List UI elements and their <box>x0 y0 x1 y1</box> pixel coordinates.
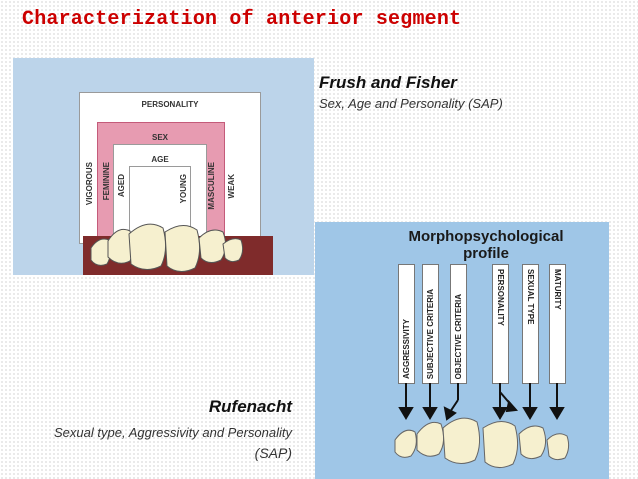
rufenacht-sap: (SAP) <box>254 445 292 461</box>
morpho-title-line1: Morphopsychological <box>408 228 564 245</box>
rufenacht-subtitle: Sexual type, Aggressivity and Personalit… <box>54 425 292 440</box>
arrows-and-teeth-illustration <box>394 383 570 468</box>
sex-label: SEX <box>151 133 168 142</box>
sap-frame-diagram: PERSONALITY SEX AGE VIGOROUS FEMININE AG… <box>13 58 314 275</box>
criterion-personality: PERSONALITY <box>492 264 509 384</box>
anterior-teeth-illustration <box>83 223 273 275</box>
age-label: AGE <box>151 155 169 164</box>
criterion-sexual-type: SEXUAL TYPE <box>522 264 539 384</box>
morpho-title: Morphopsychological profile <box>391 228 581 262</box>
criterion-maturity: MATURITY <box>549 264 566 384</box>
frush-fisher-heading: Frush and Fisher <box>319 73 457 92</box>
morphopsychological-diagram: Morphopsychological profile AGGRESSIVITY… <box>315 222 609 479</box>
slide-title: Characterization of anterior segment <box>22 8 462 31</box>
personality-label: PERSONALITY <box>141 100 199 109</box>
rufenacht-heading: Rufenacht <box>208 397 292 416</box>
morpho-title-line2: profile <box>463 245 509 262</box>
frush-fisher-subtitle: Sex, Age and Personality (SAP) <box>319 96 503 111</box>
